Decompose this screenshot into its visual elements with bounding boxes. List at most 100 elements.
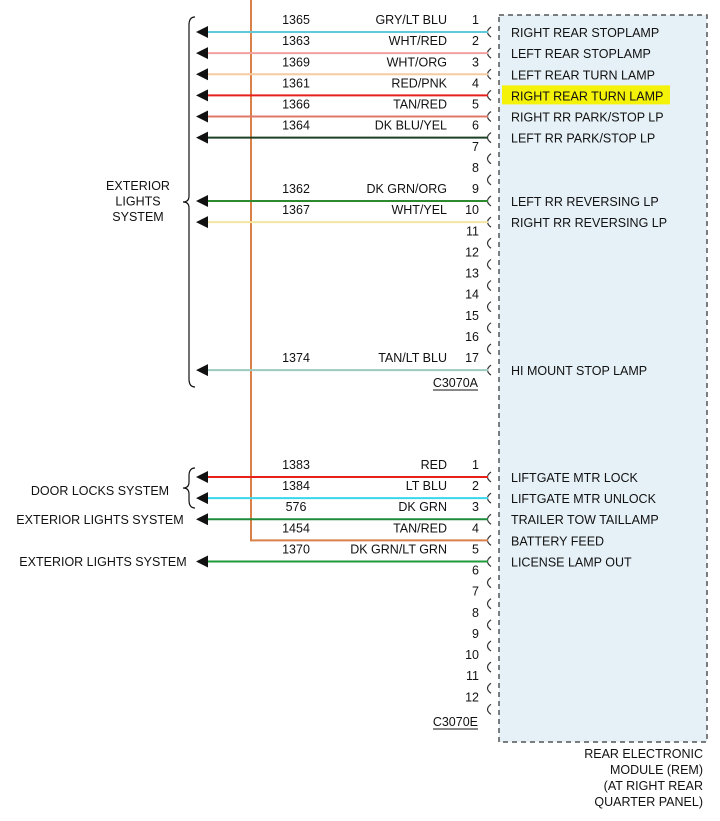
circuit-number: 1370: [282, 542, 310, 556]
pin-number: 14: [465, 288, 479, 302]
connector-cavity: [486, 89, 492, 101]
pin-number: 4: [472, 76, 479, 90]
connector-cavity: [486, 682, 492, 694]
wire-arrow-icon: [196, 492, 208, 505]
system-label-line: EXTERIOR: [106, 179, 170, 193]
connector-cavity: [486, 577, 492, 589]
pin-number: 1: [472, 458, 479, 472]
wire-arrow-icon: [196, 216, 208, 229]
connector-cavity: [486, 26, 492, 38]
connector-cavity: [486, 322, 492, 334]
circuit-number: 1362: [282, 182, 310, 196]
system-label-line: LIGHTS: [115, 195, 160, 209]
wire-color-label: TAN/LT BLU: [378, 351, 447, 365]
connector-label: C3070A: [433, 376, 479, 390]
wire-color-label: WHT/ORG: [387, 55, 447, 69]
connector-cavity: [486, 68, 492, 80]
pin-number: 6: [472, 564, 479, 578]
pin-number: 5: [472, 542, 479, 556]
connector-cavity: [486, 280, 492, 292]
wire-arrow-icon: [196, 364, 208, 377]
pin-number: 2: [472, 479, 479, 493]
circuit-number: 1361: [282, 76, 310, 90]
pin-function-label: BATTERY FEED: [511, 534, 604, 548]
pin-function-label: RIGHT REAR TURN LAMP: [511, 89, 663, 103]
connector-cavity: [486, 237, 492, 249]
connector-cavity: [486, 111, 492, 123]
module-label-line: MODULE (REM): [610, 763, 703, 777]
pin-number: 10: [465, 648, 479, 662]
pin-number: 10: [465, 203, 479, 217]
wire-color-label: TAN/RED: [393, 521, 447, 535]
door-locks-brace: [182, 467, 196, 509]
connector-cavity: [486, 661, 492, 673]
connector-cavity: [486, 598, 492, 610]
pin-function-label: LEFT REAR STOPLAMP: [511, 47, 651, 61]
system-label-line: DOOR LOCKS SYSTEM: [31, 484, 169, 498]
pin-function-label: LICENSE LAMP OUT: [511, 555, 632, 569]
connector-label: C3070E: [433, 715, 478, 729]
circuit-number: 1454: [282, 521, 310, 535]
system-label-line: EXTERIOR LIGHTS SYSTEM: [19, 555, 186, 569]
pin-function-label: RIGHT RR REVERSING LP: [511, 216, 667, 230]
circuit-number: 1366: [282, 98, 310, 112]
module-label-line: (AT RIGHT REAR: [604, 779, 703, 793]
pin-function-label: RIGHT RR PARK/STOP LP: [511, 111, 664, 125]
pin-number: 8: [472, 161, 479, 175]
pin-number: 4: [472, 521, 479, 535]
connector-cavity: [486, 47, 492, 59]
pin-number: 9: [472, 627, 479, 641]
circuit-number: 1374: [282, 351, 310, 365]
pin-number: 6: [472, 119, 479, 133]
wire-color-label: TAN/RED: [393, 98, 447, 112]
pin-number: 11: [466, 669, 479, 683]
pin-number: 11: [466, 224, 479, 238]
function-highlight: [502, 85, 670, 105]
circuit-number: 1365: [282, 13, 310, 27]
wire-color-label: DK GRN/ORG: [366, 182, 447, 196]
wire-color-label: RED: [421, 458, 447, 472]
exterior-lights-brace: [182, 16, 196, 388]
wire-arrow-icon: [196, 195, 208, 208]
circuit-number: 1367: [282, 203, 310, 217]
connector-cavity: [486, 703, 492, 715]
circuit-number: 1363: [282, 34, 310, 48]
pin-function-label: LIFTGATE MTR UNLOCK: [511, 492, 657, 506]
wire-color-label: DK GRN: [398, 500, 447, 514]
wire-color-label: RED/PNK: [391, 76, 447, 90]
pin-function-label: TRAILER TOW TAILLAMP: [511, 513, 659, 527]
connector-cavity: [486, 174, 492, 186]
pin-number: 3: [472, 500, 479, 514]
rem-module-box: [498, 14, 708, 743]
connector-cavity: [486, 216, 492, 228]
connector-cavity: [486, 471, 492, 483]
connector-cavity: [486, 513, 492, 525]
wire-arrow-icon: [196, 26, 208, 38]
connector-cavity: [486, 492, 492, 504]
system-label-line: EXTERIOR LIGHTS SYSTEM: [16, 513, 183, 527]
pin-number: 7: [472, 140, 479, 154]
pin-function-label: HI MOUNT STOP LAMP: [511, 364, 647, 378]
connector-cavity: [486, 534, 492, 546]
pin-number: 12: [465, 690, 479, 704]
pin-number: 5: [472, 98, 479, 112]
connector-cavity: [486, 619, 492, 631]
circuit-number: 1369: [282, 55, 310, 69]
pin-number: 1: [472, 13, 479, 27]
pin-number: 17: [465, 351, 479, 365]
pin-function-label: LIFTGATE MTR LOCK: [511, 471, 639, 485]
wire-arrow-icon: [196, 131, 208, 144]
wire-color-label: DK BLU/YEL: [375, 119, 447, 133]
connector-cavity: [486, 195, 492, 207]
connector-cavity: [486, 555, 492, 567]
connector-cavity: [486, 640, 492, 652]
wire-arrow-icon: [196, 110, 208, 123]
circuit-number: 1383: [282, 458, 310, 472]
wire-color-label: DK GRN/LT GRN: [350, 542, 447, 556]
pin-function-label: RIGHT REAR STOPLAMP: [511, 26, 659, 40]
wire-arrow-icon: [196, 513, 208, 526]
pin-number: 7: [472, 585, 479, 599]
wire-color-label: WHT/RED: [389, 34, 447, 48]
pin-number: 2: [472, 34, 479, 48]
